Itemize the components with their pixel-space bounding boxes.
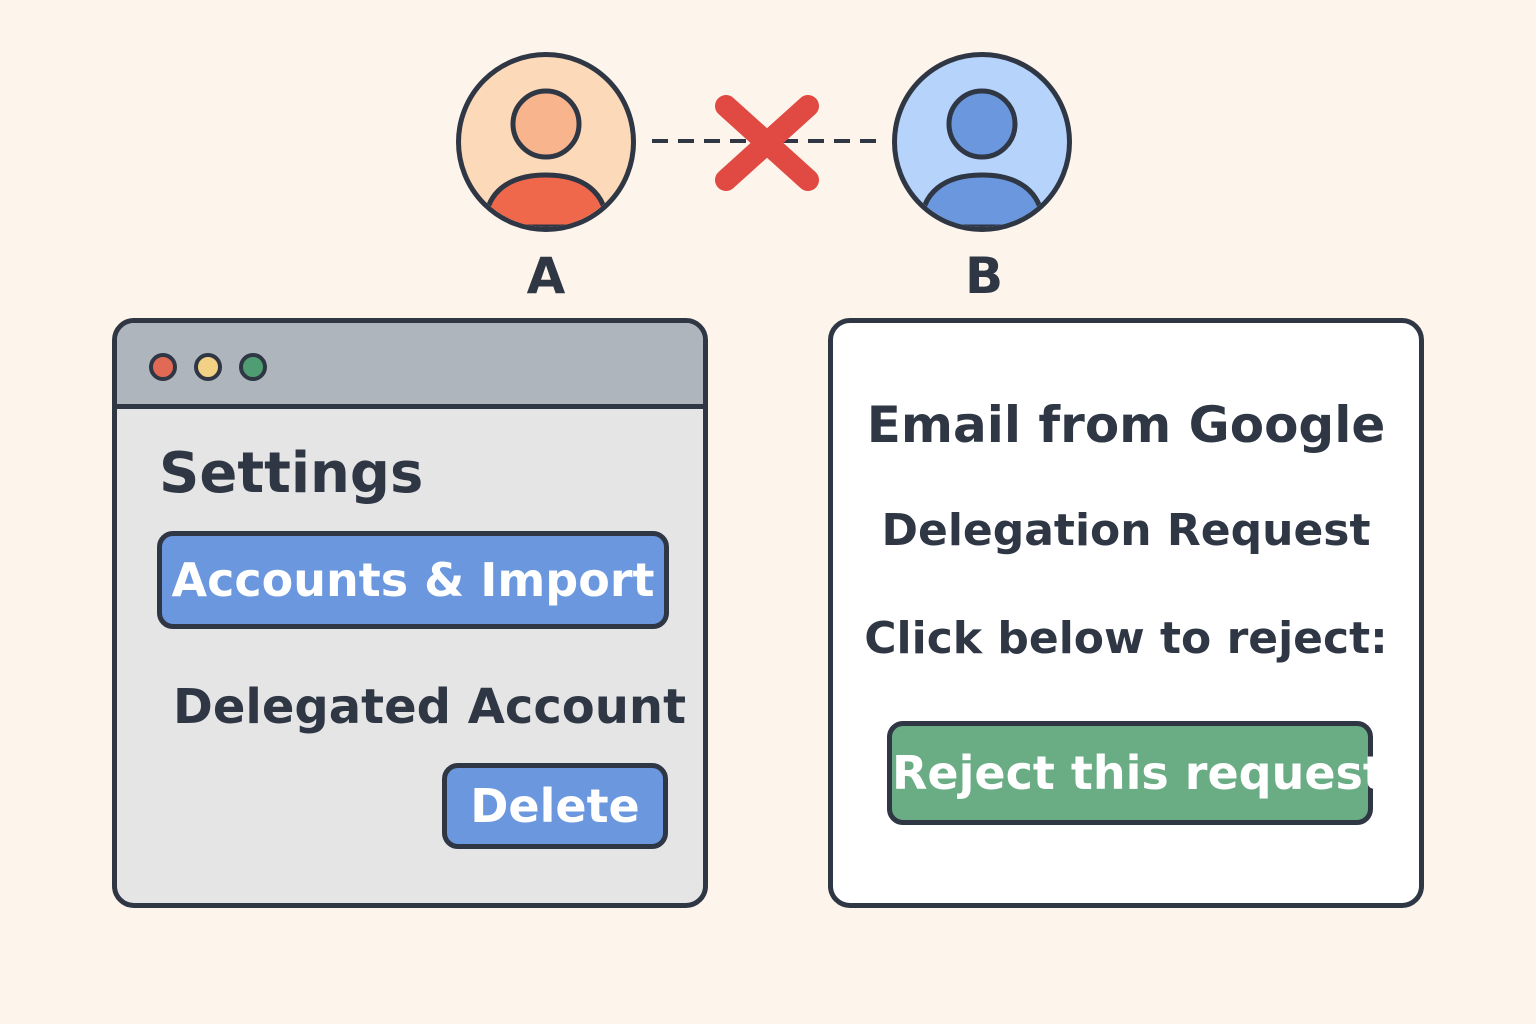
delete-button[interactable]: Delete xyxy=(442,763,668,849)
person-a-label: A xyxy=(526,247,566,305)
delegated-account-label: Delegated Account xyxy=(173,679,687,735)
email-title: Email from Google xyxy=(866,396,1386,454)
email-panel: Email from Google Delegation Request Cli… xyxy=(828,318,1424,908)
window-titlebar xyxy=(117,323,703,409)
person-b-label: B xyxy=(964,247,1004,305)
minimize-window-dot[interactable] xyxy=(194,353,222,381)
person-a-icon xyxy=(482,88,610,227)
settings-title: Settings xyxy=(159,441,424,506)
email-instruction: Click below to reject: xyxy=(864,613,1388,664)
broken-connection-x-icon xyxy=(652,95,882,191)
reject-request-button[interactable]: Reject this request xyxy=(887,721,1385,825)
user-a-avatar-icon xyxy=(456,52,636,232)
close-window-dot[interactable] xyxy=(149,353,177,381)
settings-window: Settings Accounts & Import Delegated Acc… xyxy=(112,318,708,908)
person-b-icon xyxy=(918,88,1046,227)
maximize-window-dot[interactable] xyxy=(239,353,267,381)
user-b-avatar-icon xyxy=(892,52,1072,232)
email-subject: Delegation Request xyxy=(881,505,1371,556)
accounts-import-button[interactable]: Accounts & Import xyxy=(157,531,669,629)
